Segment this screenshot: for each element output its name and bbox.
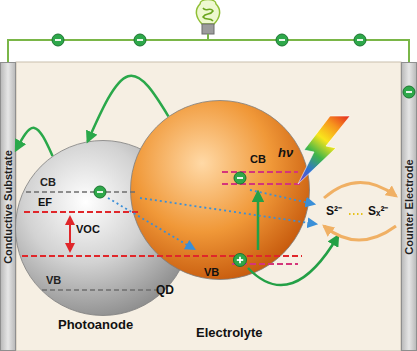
electron-sign: [279, 39, 285, 41]
band-label: Photoanode: [58, 318, 133, 333]
electron-transfer-arrow: [16, 128, 53, 156]
band-label: VB: [204, 266, 219, 279]
hole-sign: [239, 257, 241, 263]
hole-dot: [234, 254, 247, 267]
light-bulb-filament: [203, 8, 213, 21]
electron: [94, 186, 106, 198]
electron: [234, 172, 246, 184]
quantum-dot-sphere-outline: [130, 100, 310, 280]
band-label: VOC: [76, 223, 100, 236]
hole: [234, 254, 247, 267]
recombination-arrow: [250, 190, 314, 204]
quantum-dot-sphere: CBVBQD: [130, 100, 310, 280]
electron-sign: [137, 39, 143, 41]
electron-dot: [276, 34, 288, 46]
electron-dot: [94, 186, 106, 198]
band-label: CB: [40, 176, 56, 189]
electron-sign: [55, 39, 61, 41]
electrode-label: Counter Electrode: [403, 159, 416, 254]
recombination-arrow: [108, 198, 194, 249]
photoanode-cb-level: [26, 191, 136, 193]
band-label: CB: [250, 153, 266, 166]
electrode-bar: [402, 63, 417, 351]
ion-label: Sₓ²⁻: [368, 205, 388, 219]
electron-dot: [134, 34, 146, 46]
electron: [403, 86, 415, 98]
cell-panel: [16, 62, 401, 351]
band-label: EF: [38, 196, 52, 209]
qd-vb-level: [22, 255, 302, 257]
electron-dot: [234, 172, 246, 184]
redox-cycle-arrow: [324, 182, 396, 198]
redox-link: [349, 213, 365, 215]
excitation-arrow: [257, 192, 260, 250]
ion-label: S²⁻: [326, 205, 342, 219]
quantum-dot-sphere: [131, 101, 310, 280]
electron-sign: [237, 177, 243, 179]
band-label: QD: [156, 284, 174, 298]
electron-sign: [97, 191, 103, 193]
electrode-label: Conductive Substrate: [2, 150, 15, 264]
electron: [134, 34, 146, 46]
redox-cycle-arrow: [324, 226, 396, 240]
electron-sign: [406, 91, 412, 93]
electron: [52, 34, 64, 46]
circuit-wire: [8, 40, 409, 62]
recombination-arrow: [140, 198, 316, 224]
electron-dot: [354, 34, 366, 46]
electrode-bar: [1, 63, 16, 351]
light-bulb-base: [202, 24, 214, 34]
fermi-level: [24, 211, 140, 213]
electron-sign: [357, 39, 363, 41]
photoanode-vb-level: [42, 289, 160, 291]
electron-dot: [403, 86, 415, 98]
qd-cb-level: [222, 171, 298, 173]
region-label: Electrolyte: [196, 326, 262, 341]
electrode-bar: Conductive Substrate: [0, 62, 16, 351]
light-bulb-glass: [196, 0, 219, 24]
electron: [276, 34, 288, 46]
electrode-bar: Counter Electrode: [401, 62, 417, 351]
voc-arrow: [69, 217, 71, 251]
electron-transfer-arrow: [88, 76, 169, 142]
electron-dot: [52, 34, 64, 46]
hole-transfer-arrow: [248, 236, 338, 285]
band-label: VB: [46, 274, 61, 287]
electron: [354, 34, 366, 46]
light-beam: [298, 116, 350, 184]
photon-label: hν: [278, 146, 293, 161]
qd-cb-level: [222, 183, 300, 185]
